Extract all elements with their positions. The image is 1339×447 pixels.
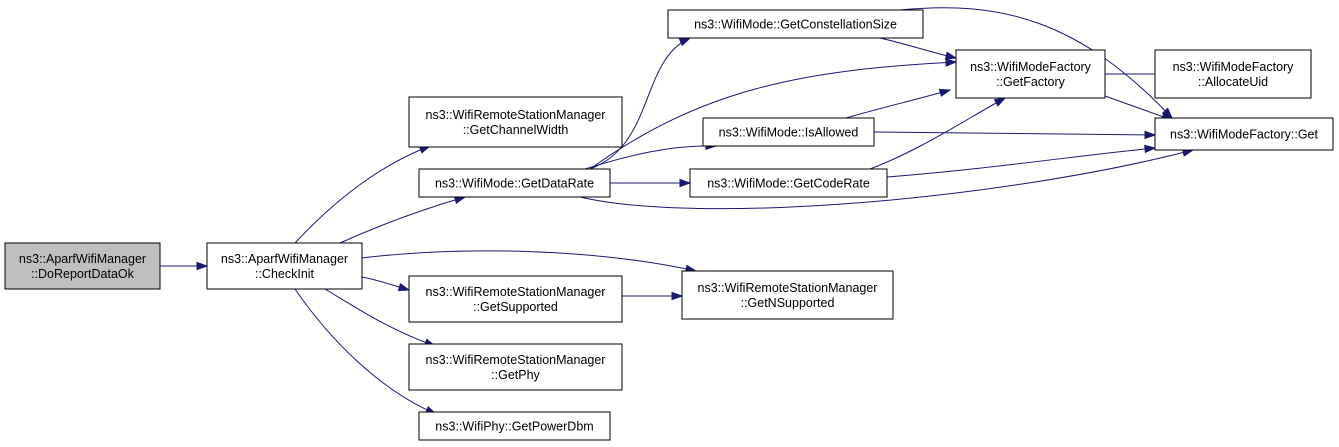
node-get-power-dbm[interactable]: ns3::WifiPhy::GetPowerDbm: [418, 411, 611, 441]
edge-check_init-to-get_supported: [361, 276, 411, 292]
node-label: ns3::WifiMode::IsAllowed: [719, 126, 859, 140]
edge-line: [361, 250, 697, 272]
node-allocate-uid[interactable]: ns3::WifiModeFactory::AllocateUid: [1154, 49, 1312, 99]
node-box: [1154, 117, 1334, 151]
node-box: [955, 49, 1106, 99]
arrowhead-icon: [671, 291, 684, 301]
node-label: ::GetChannelWidth: [463, 123, 569, 137]
node-get-n-supported[interactable]: ns3::WifiRemoteStationManager::GetNSuppo…: [681, 270, 894, 320]
edge-check_init-to-get_channel_width: [294, 145, 432, 244]
node-factory-get[interactable]: ns3::WifiModeFactory::Get: [1154, 117, 1334, 151]
node-layer: ns3::AparfWifiManager::DoReportDataOkns3…: [4, 9, 1334, 441]
node-get-code-rate[interactable]: ns3::WifiMode::GetCodeRate: [689, 168, 888, 198]
node-label: ns3::AparfWifiManager: [19, 252, 146, 266]
node-check-init[interactable]: ns3::AparfWifiManager::CheckInit: [206, 242, 363, 290]
node-box: [408, 275, 623, 323]
edge-do_report-to-check_init: [160, 261, 209, 271]
node-box: [418, 411, 611, 441]
arrowhead-icon: [1144, 130, 1157, 140]
node-label: ns3::WifiMode::GetCodeRate: [707, 177, 870, 191]
arrowhead-icon: [679, 178, 692, 188]
node-box: [418, 168, 611, 198]
arrowhead-icon: [678, 37, 692, 47]
edge-line: [869, 97, 1006, 170]
node-label: ::GetNSupported: [741, 296, 835, 310]
node-get-constellation-size[interactable]: ns3::WifiMode::GetConstellationSize: [667, 9, 924, 39]
arrowhead-icon: [938, 88, 952, 97]
node-label: ::AllocateUid: [1198, 75, 1268, 89]
node-label: ns3::WifiRemoteStationManager: [426, 353, 606, 367]
node-get-factory[interactable]: ns3::WifiModeFactory::GetFactory: [955, 49, 1106, 99]
arrowhead-icon: [397, 283, 411, 292]
node-label: ns3::WifiModeFactory::Get: [1170, 128, 1318, 142]
edge-get_supported-to-get_n_supported: [622, 291, 684, 301]
node-box: [667, 9, 924, 39]
edge-line: [294, 145, 431, 244]
edge-line: [584, 145, 717, 170]
node-box: [1154, 49, 1312, 99]
edge-line: [339, 196, 466, 244]
edge-get_data_rate-to-factory_get: [579, 148, 1195, 210]
edge-line: [589, 61, 957, 170]
node-label: ::GetFactory: [996, 75, 1066, 89]
edge-line: [899, 7, 1173, 119]
node-label: ns3::AparfWifiManager: [221, 252, 348, 266]
node-label: ::DoReportDataOk: [31, 267, 135, 281]
edge-get_code_rate-to-get_factory: [869, 97, 1007, 170]
arrowhead-icon: [1144, 144, 1157, 154]
node-label: ns3::WifiMode::GetConstellationSize: [694, 18, 897, 32]
edge-is_allowed-to-get_factory: [845, 88, 952, 119]
node-label: ns3::WifiModeFactory: [1173, 60, 1295, 74]
arrowhead-icon: [196, 261, 209, 271]
node-label: ns3::WifiRemoteStationManager: [698, 281, 878, 295]
node-label: ns3::WifiRemoteStationManager: [426, 108, 606, 122]
edge-line: [873, 131, 1156, 136]
node-get-channel-width[interactable]: ns3::WifiRemoteStationManager::GetChanne…: [408, 96, 623, 148]
edge-get_constellation_size-to-get_factory: [879, 37, 958, 60]
edge-get_data_rate-to-get_factory: [589, 58, 958, 170]
node-get-supported[interactable]: ns3::WifiRemoteStationManager::GetSuppor…: [408, 275, 623, 323]
node-box: [4, 242, 161, 290]
edge-layer: [160, 7, 1195, 415]
arrowhead-icon: [945, 58, 958, 67]
edge-line: [294, 288, 437, 415]
node-label: ::GetPhy: [491, 368, 540, 382]
edge-line: [845, 89, 951, 119]
edge-check_init-to-get_data_rate: [339, 195, 467, 244]
arrowhead-icon: [944, 51, 958, 60]
node-do-report[interactable]: ns3::AparfWifiManager::DoReportDataOk: [4, 242, 161, 290]
node-box: [206, 242, 363, 290]
edge-line: [589, 37, 691, 170]
node-box: [681, 270, 894, 320]
node-label: ::CheckInit: [255, 267, 315, 281]
node-box: [408, 343, 623, 391]
node-box: [408, 96, 623, 148]
edge-get_data_rate-to-get_code_rate: [610, 178, 692, 188]
edge-is_allowed-to-factory_get: [873, 130, 1157, 140]
edge-line: [324, 288, 436, 347]
arrowhead-icon: [993, 97, 1007, 107]
node-get-data-rate[interactable]: ns3::WifiMode::GetDataRate: [418, 168, 611, 198]
edge-line: [579, 149, 1194, 210]
node-box: [689, 168, 888, 198]
edge-line: [879, 37, 957, 59]
edge-get_code_rate-to-factory_get: [886, 144, 1157, 178]
node-label: ns3::WifiMode::GetDataRate: [435, 177, 594, 191]
node-label: ns3::WifiPhy::GetPowerDbm: [435, 420, 593, 434]
node-label: ns3::WifiModeFactory: [970, 60, 1092, 74]
node-label: ns3::WifiRemoteStationManager: [426, 285, 606, 299]
node-label: ::GetSupported: [473, 300, 558, 314]
node-get-phy[interactable]: ns3::WifiRemoteStationManager::GetPhy: [408, 343, 623, 391]
edge-check_init-to-get_n_supported: [361, 250, 698, 273]
node-is-allowed[interactable]: ns3::WifiMode::IsAllowed: [702, 117, 875, 147]
node-box: [702, 117, 875, 147]
edge-line: [886, 147, 1156, 178]
